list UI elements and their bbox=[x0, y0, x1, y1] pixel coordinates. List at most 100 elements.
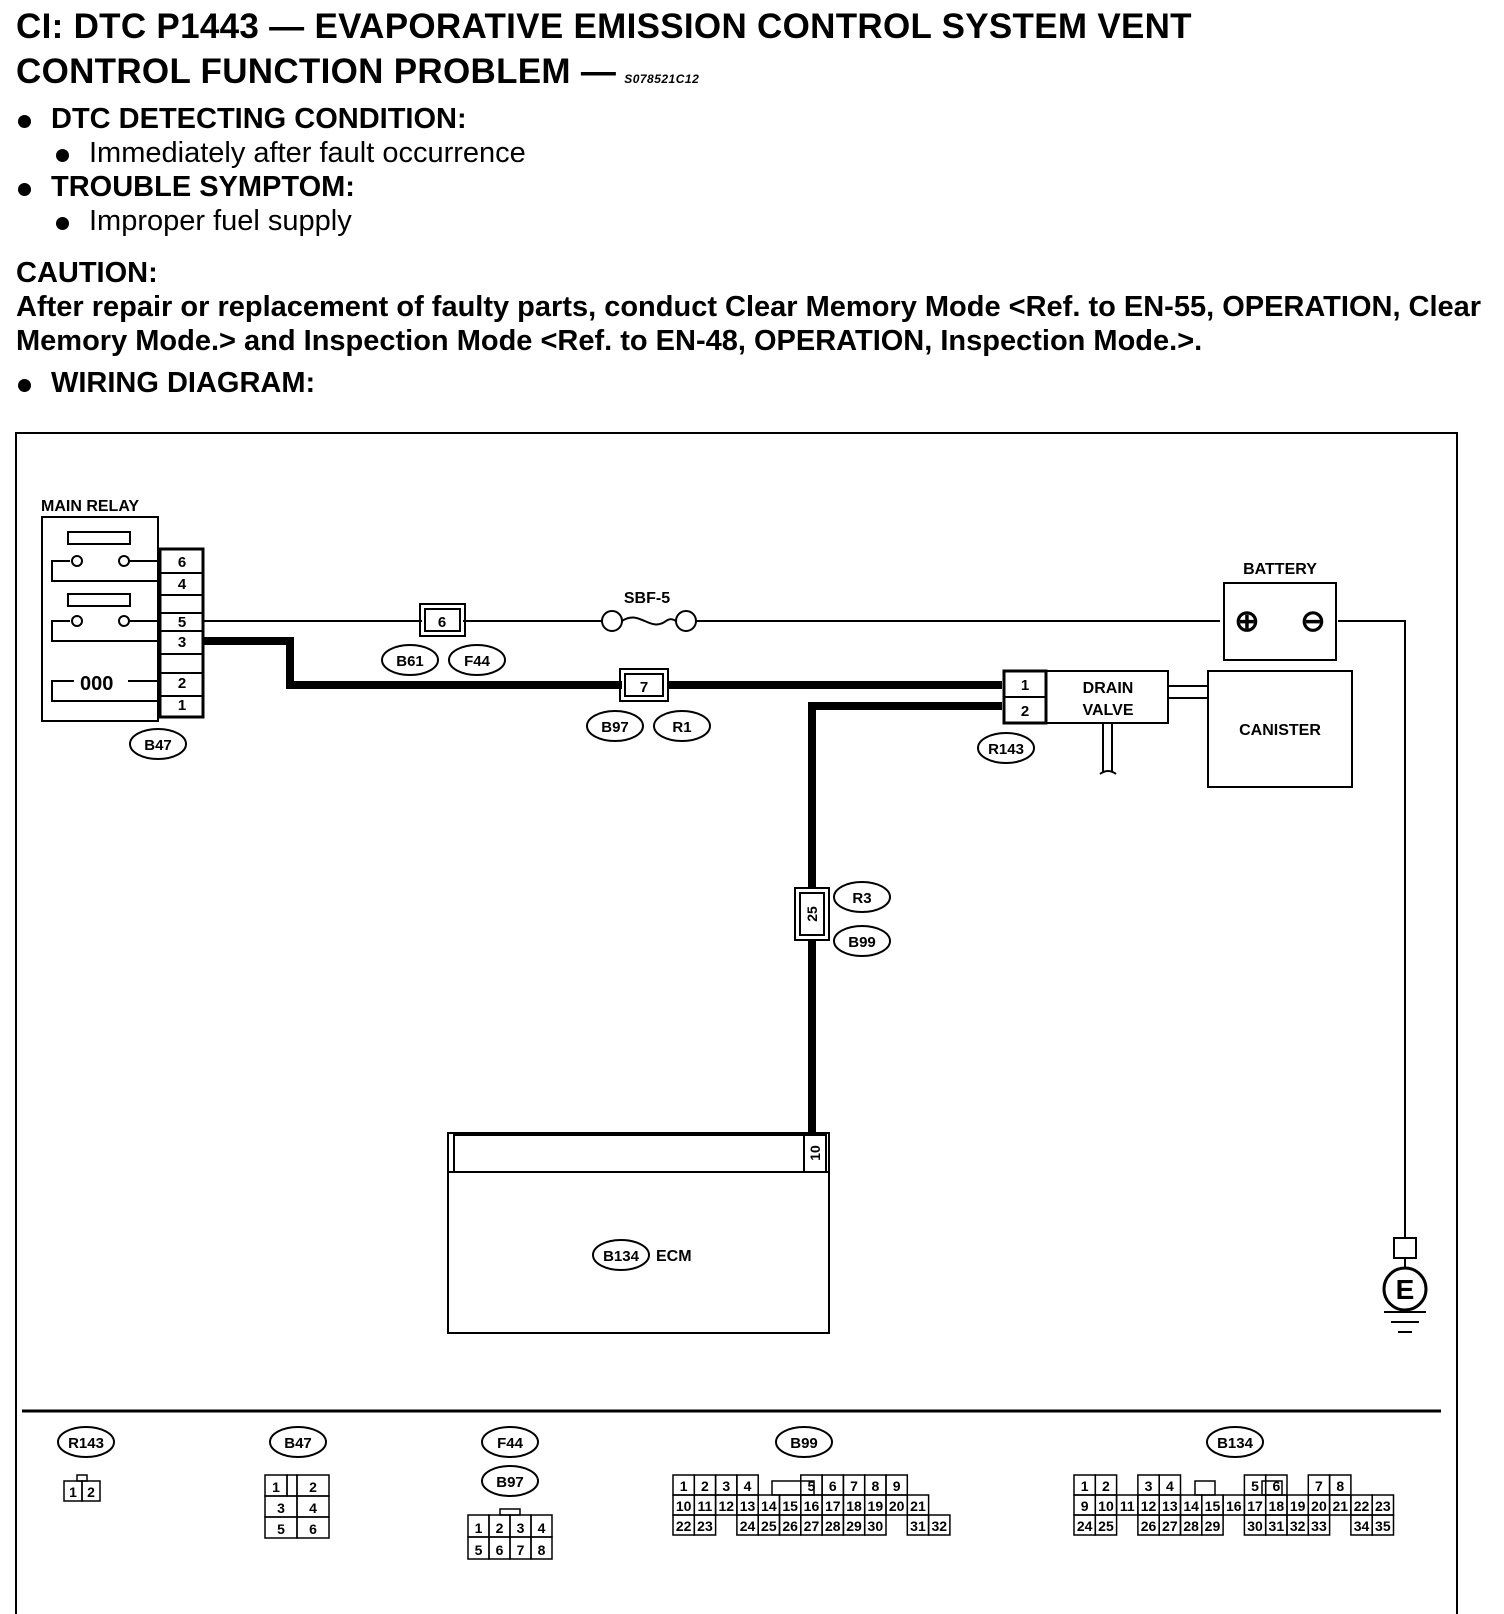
b134-pin-label: 2 bbox=[1102, 1478, 1110, 1494]
legend-b99: B99 bbox=[790, 1435, 818, 1452]
tag-b97: B97 bbox=[601, 719, 629, 736]
relay-2-bar bbox=[67, 593, 131, 607]
title-line-2-text: CONTROL FUNCTION PROBLEM — bbox=[16, 52, 617, 91]
conn-b61-pin: 6 bbox=[438, 614, 446, 631]
conn-r3-pin: 25 bbox=[804, 906, 820, 922]
battery-plus-icon: ⊕ bbox=[1234, 605, 1259, 638]
b99-pin-label: 8 bbox=[871, 1478, 879, 1494]
f44-key-cell bbox=[499, 1508, 521, 1516]
f44-pin-label: 1 bbox=[475, 1520, 483, 1536]
b47-pin-label: 5 bbox=[277, 1521, 285, 1537]
ground-lines bbox=[1384, 1311, 1426, 1333]
tag-b61-oval bbox=[381, 644, 439, 676]
page-title: CI: DTC P1443 — EVAPORATIVE EMISSION CON… bbox=[16, 4, 1192, 102]
b47-pin-label: 4 bbox=[309, 1500, 317, 1516]
tag-b47-oval bbox=[129, 728, 187, 760]
tag-b97-oval bbox=[586, 710, 644, 742]
b99-pin-cell bbox=[693, 1514, 717, 1536]
canister-body bbox=[1207, 670, 1353, 788]
title-line-1: CI: DTC P1443 — EVAPORATIVE EMISSION CON… bbox=[16, 7, 1192, 46]
relay-coil: 000 bbox=[80, 673, 113, 695]
title-line-2: CONTROL FUNCTION PROBLEM — S078521C12 bbox=[16, 49, 1192, 102]
r143-pin-cell bbox=[81, 1480, 101, 1502]
tag-r1-oval bbox=[653, 710, 711, 742]
wire-relay-to-drain-valve bbox=[203, 637, 1002, 689]
b47-key-cell bbox=[286, 1474, 298, 1497]
fuse-terminal-right bbox=[675, 610, 697, 632]
b134-pin-label: 4 bbox=[1166, 1478, 1174, 1494]
f44-pin-label: 5 bbox=[475, 1542, 483, 1558]
document-code: S078521C12 bbox=[624, 72, 700, 86]
tag-b47: B47 bbox=[144, 737, 172, 754]
b134-pin-label: 26 bbox=[1141, 1518, 1157, 1534]
tag-b99-oval bbox=[833, 925, 891, 957]
b134-pin-label: 12 bbox=[1141, 1498, 1157, 1514]
b99-pin-label: 7 bbox=[850, 1478, 858, 1494]
conn-r3-outer bbox=[794, 887, 830, 941]
wire-drain-valve-to-ecm bbox=[808, 702, 1002, 1132]
b134-pin-label: 11 bbox=[1120, 1498, 1135, 1514]
detecting-item: Immediately after fault occurrence bbox=[56, 136, 526, 170]
canister-label: CANISTER bbox=[1239, 722, 1321, 739]
b99-pin-label: 28 bbox=[825, 1518, 841, 1534]
legend-r143: R143 bbox=[68, 1435, 104, 1452]
b99-pin-label: 9 bbox=[893, 1478, 901, 1494]
b99-pin-label: 11 bbox=[698, 1498, 713, 1514]
conn-b97-pin: 7 bbox=[640, 679, 648, 696]
diagram-frame bbox=[15, 432, 1458, 1614]
f44-pin-label: 3 bbox=[517, 1520, 525, 1536]
tag-r3-oval bbox=[833, 881, 891, 913]
tag-r143: R143 bbox=[988, 741, 1024, 758]
conn-b97-inner bbox=[624, 673, 664, 697]
relay-1-contact-b bbox=[118, 555, 130, 567]
fuse-element bbox=[621, 616, 677, 626]
tag-b134: B134 bbox=[603, 1248, 640, 1265]
legend-b97: B97 bbox=[496, 1474, 524, 1491]
legend-b134: B134 bbox=[1217, 1435, 1254, 1452]
conn-b61-outer bbox=[419, 603, 466, 637]
b99-pin-label: 4 bbox=[744, 1478, 752, 1494]
b99-key-cell bbox=[771, 1480, 815, 1496]
b99-pin-label: 25 bbox=[761, 1518, 777, 1534]
b99-pin-label: 1 bbox=[680, 1478, 688, 1494]
ecm-connector bbox=[453, 1134, 805, 1173]
b134-pin-label: 14 bbox=[1183, 1498, 1199, 1514]
b134-pin-label: 1 bbox=[1081, 1478, 1089, 1494]
b99-pin-cell bbox=[863, 1514, 887, 1536]
b134-pin-label: 18 bbox=[1269, 1498, 1285, 1514]
b99-pin-label: 13 bbox=[740, 1498, 756, 1514]
f44-pin-label: 7 bbox=[517, 1542, 525, 1558]
b99-pin-label: 21 bbox=[910, 1498, 926, 1514]
b134-pin-label: 34 bbox=[1354, 1518, 1370, 1534]
tag-b99: B99 bbox=[848, 934, 876, 951]
relay-1-contact bbox=[51, 560, 158, 582]
b134-pin-label: 32 bbox=[1290, 1518, 1306, 1534]
b47-pin-label: 1 bbox=[272, 1479, 280, 1495]
fuse-label: SBF-5 bbox=[624, 590, 670, 607]
b134-pin-label: 35 bbox=[1375, 1518, 1391, 1534]
b134-pin-label: 31 bbox=[1269, 1518, 1285, 1534]
relay-coil-lead bbox=[51, 680, 158, 702]
r143-pin-label: 2 bbox=[87, 1484, 95, 1500]
b99-pin-label: 23 bbox=[697, 1518, 713, 1534]
relay-pin-3: 3 bbox=[178, 634, 186, 651]
b134-pin-label: 29 bbox=[1205, 1518, 1221, 1534]
wire-ground bbox=[1338, 620, 1406, 1238]
b99-pin-label: 19 bbox=[868, 1498, 884, 1514]
b134-pin-label: 8 bbox=[1336, 1478, 1344, 1494]
b134-key-1-cell bbox=[1194, 1480, 1216, 1496]
b47-pin-label: 3 bbox=[277, 1500, 285, 1516]
legend-f44: F44 bbox=[497, 1435, 524, 1452]
b134-pin-cell bbox=[1094, 1514, 1118, 1536]
b99-pin-label: 31 bbox=[910, 1518, 926, 1534]
legend-b134-oval bbox=[1206, 1426, 1264, 1458]
tag-r143-oval bbox=[977, 732, 1035, 764]
relay-2-contact bbox=[51, 620, 158, 642]
r143-pin-label: 1 bbox=[69, 1484, 77, 1500]
tag-f44-oval bbox=[448, 644, 506, 676]
ground-terminal bbox=[1393, 1237, 1417, 1259]
tag-b61: B61 bbox=[396, 653, 424, 670]
relay-pin-block bbox=[158, 547, 205, 719]
b134-pin-cell bbox=[1201, 1514, 1224, 1536]
ground-label: E bbox=[1396, 1274, 1415, 1305]
